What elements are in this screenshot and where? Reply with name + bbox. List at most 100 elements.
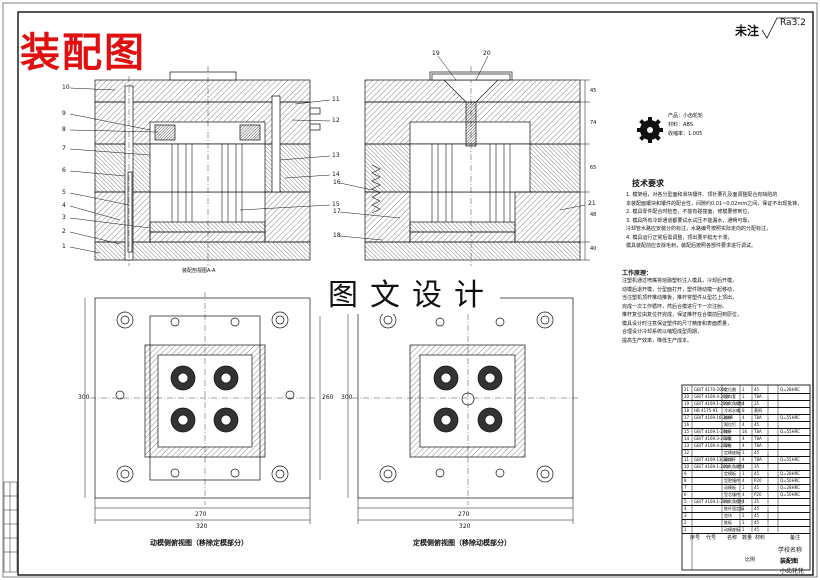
bom-row-divider	[682, 421, 810, 422]
leader-number: 8	[62, 126, 66, 133]
leader-number: 17	[333, 208, 341, 215]
bom-cell: 45	[754, 387, 760, 392]
leader-number: 6	[62, 167, 66, 174]
work-principle-line: 提高生产效率，降低生产成本。	[622, 337, 693, 344]
bom-cell: 4	[742, 415, 745, 420]
bom-cell: 19	[684, 401, 690, 406]
caption-fixed-plan: 定模侧俯视图（移除动模部分）	[413, 539, 511, 547]
bom-cell: 垫块	[724, 513, 732, 518]
bom-cell: Q=28HRC	[780, 485, 800, 490]
leader-number: 5	[62, 189, 66, 196]
roughness-symbol	[761, 17, 800, 39]
bom-row-divider	[682, 449, 810, 450]
tb-part-name: 小齿轮轮	[780, 568, 805, 575]
bom-cell: 1	[684, 527, 687, 532]
left-strip-marks	[3, 481, 18, 573]
tech-requirement-line: 4. 模具运行正常后需调整，顶出要平稳无卡滞，	[626, 234, 733, 241]
bom-cell: 内六角螺钉	[724, 464, 744, 469]
bom-cell: 4	[742, 499, 745, 504]
bom-cell: 推板	[724, 520, 732, 525]
caption-section: 装配剖视图A-A	[182, 268, 216, 274]
dim-h1: 45	[590, 88, 597, 94]
dim-h4: 48	[590, 212, 597, 218]
leader-number: 15	[332, 201, 340, 208]
bom-cell: 1	[742, 471, 745, 476]
work-principle-line: 注塑机通过喷嘴将熔融塑料注入模具，冷却后开模，	[622, 278, 738, 284]
bom-cell: 浇口套	[724, 394, 736, 399]
bom-cell: 35	[754, 464, 760, 469]
bom-row-divider	[682, 484, 810, 485]
tech-requirements-heading: 技术要求	[632, 179, 664, 188]
bom-cell: 45	[754, 485, 760, 490]
dim-h2: 74	[590, 120, 597, 126]
part-shrinkage: 收缩率：1.005	[668, 131, 703, 137]
bom-cell: T8A	[754, 436, 762, 441]
bom-cell: 1	[742, 506, 745, 511]
plan-dimension-lines	[84, 298, 574, 524]
locating-ring	[431, 73, 511, 81]
bom-cell: GB/T 4169.1-2006	[694, 499, 731, 504]
bom-row-divider	[682, 519, 810, 520]
bom-cell: GB/T 4169.1-2006	[694, 464, 731, 469]
gear-product-icon	[637, 117, 663, 143]
vertical-dimension-right	[580, 79, 590, 261]
section-view-left	[94, 66, 321, 266]
bom-cell: Q=55HRC	[780, 457, 800, 462]
dim-height-moving: 300	[78, 394, 90, 401]
part-product: 产品：小齿轮轮	[668, 113, 704, 119]
work-principle-line: 推杆复位由复位杆完成，保证推杆在合模前回到原位，	[622, 312, 743, 318]
bom-cell: 3	[684, 513, 687, 518]
bom-cell: GB/T 4169.3-2006	[694, 436, 731, 441]
drawing-title: 装配图	[20, 29, 146, 76]
bom-cell: 17	[684, 415, 690, 420]
bom-cell: 11	[684, 457, 690, 462]
bom-cell: 45	[754, 520, 760, 525]
leader-number: 14	[332, 171, 340, 178]
bom-cell: 5	[684, 499, 687, 504]
bom-cell: 45	[754, 527, 760, 532]
tb-school: 学校名称	[778, 547, 803, 554]
bom-cell: 推杆	[724, 429, 732, 434]
bom-cell: 复位杆	[724, 457, 736, 462]
bom-cell: 21	[684, 387, 690, 392]
leader-number: 9	[62, 110, 66, 117]
bom-cell: GB/T 4169.1-2006	[694, 401, 731, 406]
bom-cell: 7	[684, 485, 687, 490]
bom-cell: 4	[742, 478, 745, 483]
tech-requirement-line: 冷却管水路应安装分的标注，水路编号按照实际走向的分配标注，	[626, 226, 772, 232]
part-material: 材料：ABS	[668, 122, 693, 128]
bom-cell: 黄铜	[754, 408, 762, 413]
bom-row-divider	[682, 428, 810, 429]
bom-cell: GB/T 4169.16-2006	[694, 415, 734, 420]
dim-h6: 40	[590, 246, 597, 252]
bom-row-divider	[682, 435, 810, 436]
bom-cell: 8	[742, 408, 745, 413]
bom-cell: 限位钉	[724, 422, 736, 427]
bom-cell: 导套	[724, 436, 732, 441]
tb-note: 备注	[790, 535, 801, 541]
bom-cell: 35	[754, 499, 760, 504]
bom-cell: 4	[742, 436, 745, 441]
work-principle-line: 当注塑机顶杆推动推板，推杆将塑件从型芯上顶出，	[622, 295, 738, 301]
bom-cell: 20	[684, 394, 690, 399]
dim-height-inner: 260	[322, 394, 334, 401]
leader-number: 16	[333, 179, 341, 186]
dim-width-inner-moving: 270	[195, 511, 207, 518]
bom-cell: T8A	[754, 429, 762, 434]
bom-cell: 2	[742, 513, 745, 518]
bom-cell: 10	[684, 464, 690, 469]
bom-cell: 1	[742, 394, 745, 399]
tb-seq: 序号	[690, 535, 701, 541]
bom-cell: 导柱	[724, 443, 732, 448]
bom-cell: 内六角螺钉	[724, 401, 744, 406]
work-principle-line: 动模后退开模，分型面打开，塑件随动模一起移动，	[622, 286, 738, 293]
leader-number: 20	[483, 50, 491, 57]
bom-cell: 型腔镶件	[724, 478, 740, 483]
bom-cell: HB 4175-91	[694, 408, 718, 413]
bom-cell: 45	[754, 450, 760, 455]
leader-number: 11	[332, 96, 340, 103]
bom-cell: T8A	[754, 415, 762, 420]
bom-cell: 冷却水嘴	[724, 408, 740, 413]
